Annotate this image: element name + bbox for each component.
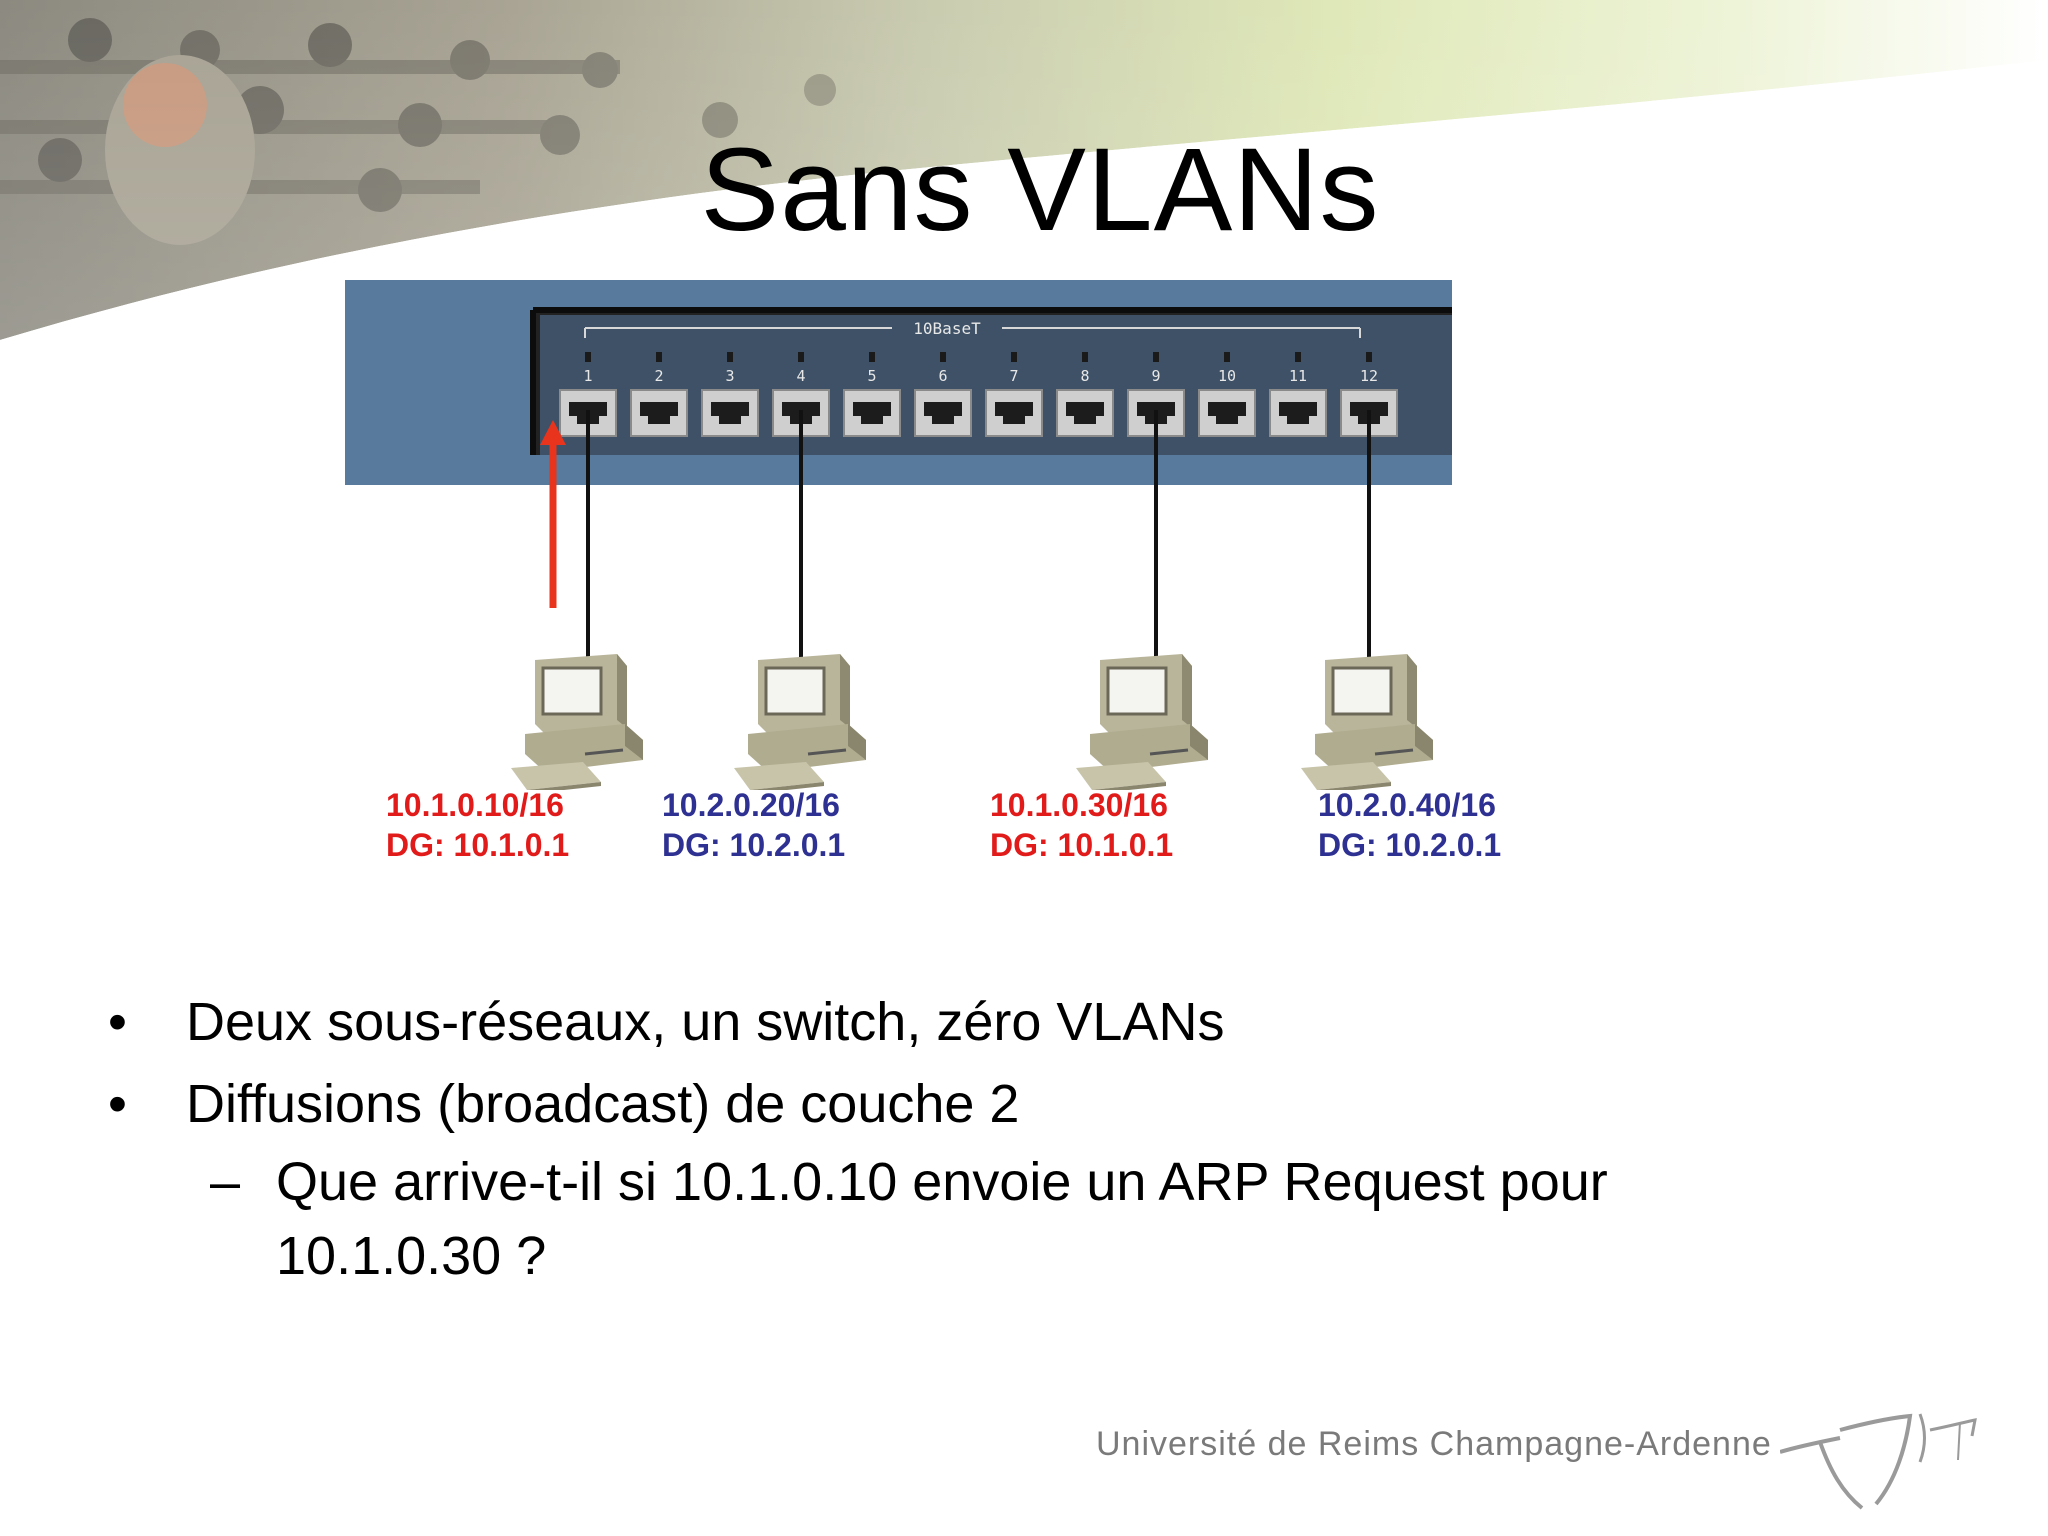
- port-led: [727, 352, 733, 362]
- host-ip: 10.2.0.20/16: [662, 787, 840, 823]
- port-led: [1366, 352, 1372, 362]
- port-number: 3: [725, 367, 734, 385]
- port-led: [940, 352, 946, 362]
- university-name: Université de Reims Champagne-Ardenne: [1096, 1425, 1772, 1463]
- sub-bullet-mark: –: [210, 1152, 241, 1212]
- port-socket: [711, 402, 749, 424]
- port-led: [1153, 352, 1159, 362]
- port-socket: [924, 402, 962, 424]
- port-number: 5: [867, 367, 876, 385]
- switch-model-label: 10BaseT: [913, 319, 981, 338]
- port-socket: [853, 402, 891, 424]
- bullet-mark: •: [108, 1074, 127, 1134]
- host-gateway: DG: 10.2.0.1: [662, 827, 846, 863]
- footer: Université de Reims Champagne-Ardenne: [1080, 1400, 2020, 1520]
- network-cables: [586, 410, 1371, 675]
- host-ip: 10.1.0.10/16: [386, 787, 564, 823]
- host-3-label: 10.1.0.30/16 DG: 10.1.0.1: [990, 785, 1173, 865]
- port-led: [798, 352, 804, 362]
- bullet-text: Deux sous-réseaux, un switch, zéro VLANs: [186, 992, 1225, 1052]
- port-socket: [1208, 402, 1246, 424]
- bullet-mark: •: [108, 992, 127, 1052]
- sub-bullet-text: Que arrive-t-il si 10.1.0.10 envoie un A…: [276, 1152, 1608, 1286]
- bullet-text: Diffusions (broadcast) de couche 2: [186, 1074, 1020, 1134]
- port-socket: [1066, 402, 1104, 424]
- port-led: [1082, 352, 1088, 362]
- host-1-label: 10.1.0.10/16 DG: 10.1.0.1: [386, 785, 569, 865]
- port-led: [656, 352, 662, 362]
- host-4-label: 10.2.0.40/16 DG: 10.2.0.1: [1318, 785, 1501, 865]
- host-ip: 10.1.0.30/16: [990, 787, 1168, 823]
- port-led: [1224, 352, 1230, 362]
- port-number: 8: [1080, 367, 1089, 385]
- host-ip: 10.2.0.40/16: [1318, 787, 1496, 823]
- computer-icon: [1074, 652, 1210, 790]
- port-number: 1: [583, 367, 592, 385]
- port-number: 12: [1360, 367, 1378, 385]
- bullet-list: • Deux sous-réseaux, un switch, zéro VLA…: [0, 960, 2048, 1300]
- port-number: 10: [1218, 367, 1236, 385]
- host-gateway: DG: 10.1.0.1: [990, 827, 1174, 863]
- port-number: 4: [796, 367, 805, 385]
- host-2-label: 10.2.0.20/16 DG: 10.2.0.1: [662, 785, 845, 865]
- computer-icon: [732, 652, 868, 790]
- port-number: 2: [654, 367, 663, 385]
- arp-request-arrow: [540, 420, 566, 608]
- port-socket: [640, 402, 678, 424]
- computer-icon: [509, 652, 645, 790]
- port-number: 9: [1151, 367, 1160, 385]
- slide-title: Sans VLANs: [700, 124, 1380, 256]
- port-led: [1295, 352, 1301, 362]
- port-number: 7: [1009, 367, 1018, 385]
- port-socket: [995, 402, 1033, 424]
- port-number: 11: [1289, 367, 1307, 385]
- port-socket: [1279, 402, 1317, 424]
- host-gateway: DG: 10.1.0.1: [386, 827, 570, 863]
- port-number: 6: [938, 367, 947, 385]
- port-led: [1011, 352, 1017, 362]
- port-led: [869, 352, 875, 362]
- port-led: [585, 352, 591, 362]
- university-logo: [1780, 1413, 1977, 1510]
- computer-icon: [1299, 652, 1435, 790]
- host-gateway: DG: 10.2.0.1: [1318, 827, 1502, 863]
